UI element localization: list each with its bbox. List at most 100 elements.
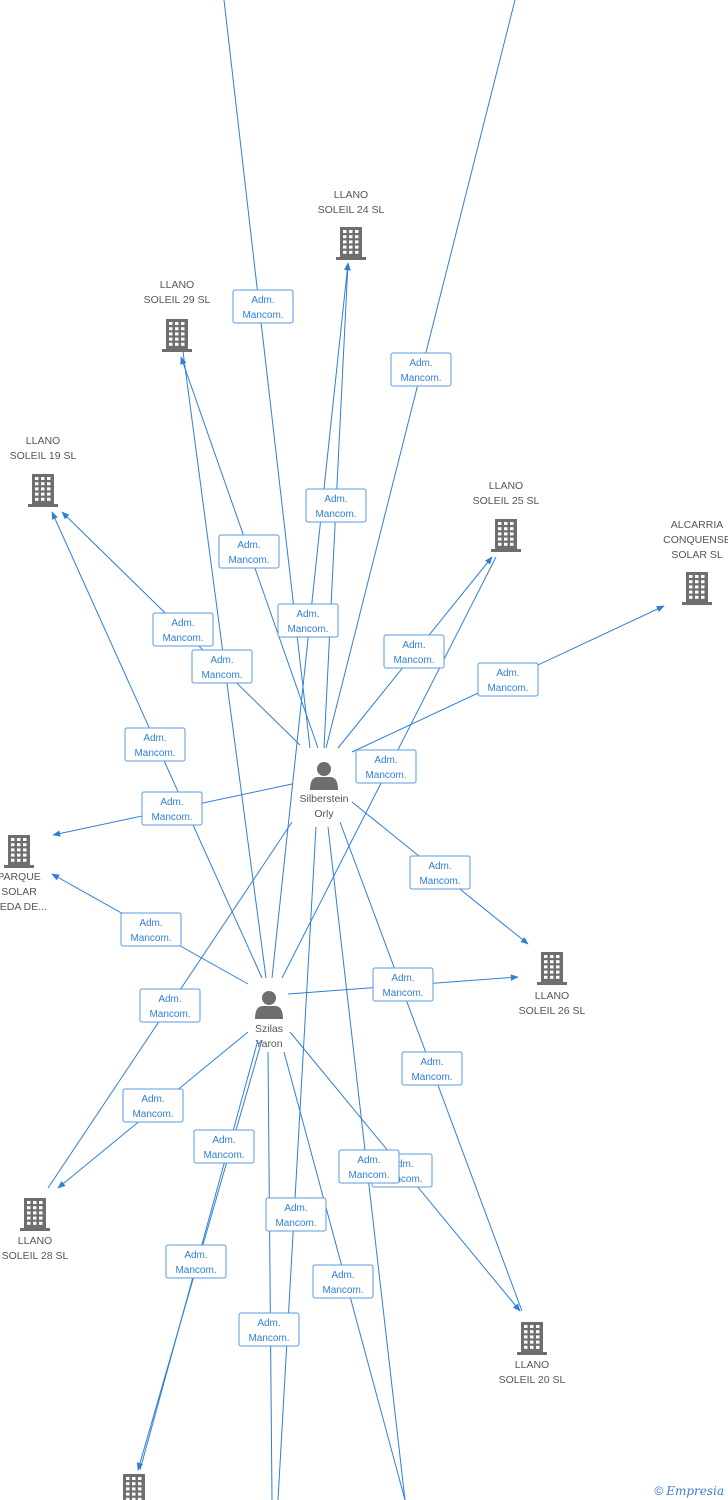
relation-label-text: Mancom. [287, 624, 328, 635]
building-icon [537, 952, 567, 985]
building-icon [336, 227, 366, 260]
relation-label[interactable]: Adm. Mancom. [401, 1051, 463, 1086]
relation-label[interactable]: Adm.Mancom. [265, 1197, 327, 1232]
relation-label-text: Mancom. [419, 876, 460, 887]
company-name: SOLAR SL [671, 549, 723, 561]
person-icon [310, 762, 338, 790]
relation-label[interactable]: Adm. Mancom. [141, 791, 203, 826]
relation-edge [277, 826, 317, 1500]
relation-label-text: Mancom. [175, 1265, 216, 1276]
relation-label-text: Adm. [139, 918, 162, 929]
relation-label-text: Mancom. [248, 1333, 289, 1344]
company-name: MEDA DE... [0, 901, 47, 913]
relation-label-box [372, 967, 434, 1002]
relation-label-text: Adm. [212, 1135, 235, 1146]
relation-label[interactable]: Adm.Mancom. [232, 289, 294, 324]
relation-label-text: Adm. [420, 1057, 443, 1068]
relation-label-box [124, 727, 186, 762]
relation-label-box [139, 988, 201, 1023]
relation-label-text: Mancom. [365, 770, 406, 781]
relation-label[interactable]: Adm.Mancom. [372, 967, 434, 1002]
relation-label[interactable]: Adm. Mancom. [191, 649, 253, 684]
company-name: LLANO [18, 1235, 52, 1247]
relation-label-text: Adm. [210, 655, 233, 666]
relation-label-box [152, 612, 214, 647]
relation-label-text: Mancom. [130, 933, 171, 944]
company-node-bottom[interactable] [119, 1474, 149, 1500]
relation-label[interactable]: Adm.Mancom. [338, 1149, 400, 1184]
relation-label-text: Adm. [143, 733, 166, 744]
relation-label[interactable]: Adm.Mancom. [390, 352, 452, 387]
person-name: Szilas [255, 1023, 283, 1035]
relation-label-text: Mancom. [400, 373, 441, 384]
relation-label-text: Mancom. [201, 670, 242, 681]
relation-label[interactable]: Adm. Mancom. [409, 855, 471, 890]
relation-label[interactable]: Adm.Mancom. [477, 662, 539, 697]
relation-label[interactable]: Adm.Mancom. [383, 634, 445, 669]
company-name: SOLEIL 19 SL [10, 450, 77, 462]
relation-label-text: Adm. [391, 973, 414, 984]
relation-label-text: Mancom. [134, 748, 175, 759]
relation-label-text: Adm. [237, 540, 260, 551]
relation-label-text: Adm. [160, 797, 183, 808]
relation-label-text: Adm. [374, 755, 397, 766]
company-name: SOLEIL 24 SL [318, 204, 385, 216]
relation-label[interactable]: Adm. Mancom. [277, 603, 339, 638]
relation-label[interactable]: Adm.Mancom. [238, 1312, 300, 1347]
company-name: ALCARRIA [671, 519, 724, 531]
relation-label[interactable]: Adm. Mancom. [193, 1129, 255, 1164]
relation-label-box [191, 649, 253, 684]
relation-label[interactable]: Adm. Mancom. [355, 749, 417, 784]
relation-label-text: Mancom. [151, 812, 192, 823]
relation-label-text: Adm. [158, 994, 181, 1005]
relation-label-box [277, 603, 339, 638]
relation-label[interactable]: Adm. Mancom. [218, 534, 280, 569]
company-name: LLANO [515, 1359, 549, 1371]
relation-label-box [122, 1088, 184, 1123]
building-icon [123, 1474, 145, 1500]
relation-label[interactable]: Adm.Mancom. [122, 1088, 184, 1123]
company-name: LLANO [535, 990, 569, 1002]
company-node-soleil19[interactable]: LLANO SOLEIL 19 SL [10, 435, 77, 507]
relation-label-text: Adm. [357, 1155, 380, 1166]
company-name: LLANO [26, 435, 60, 447]
copyright-symbol: © [654, 1484, 664, 1498]
relation-label[interactable]: Adm.Mancom. [139, 988, 201, 1023]
relation-label[interactable]: Adm. Mancom. [120, 912, 182, 947]
company-node-soleil25[interactable]: LLANO SOLEIL 25 SL [473, 480, 540, 552]
building-icon [28, 474, 58, 507]
relation-edge [267, 1051, 273, 1500]
relation-label-box [409, 855, 471, 890]
relation-label[interactable]: Adm. Mancom. [165, 1244, 227, 1279]
relation-label-text: Adm. [296, 609, 319, 620]
relation-label-text: Adm. [184, 1250, 207, 1261]
person-name: Yaron [255, 1038, 282, 1050]
company-name: SOLEIL 25 SL [473, 495, 540, 507]
building-icon [162, 319, 192, 352]
company-node-parque[interactable]: PARQUESOLARMEDA DE... [0, 835, 47, 913]
relation-label-box [265, 1197, 327, 1232]
relation-label[interactable]: Adm.Mancom. [152, 612, 214, 647]
relation-label-box [312, 1264, 374, 1299]
relation-label[interactable]: Adm.Mancom. [312, 1264, 374, 1299]
building-icon [20, 1198, 50, 1231]
relation-label-text: Adm. [428, 861, 451, 872]
relation-label-text: Mancom. [228, 555, 269, 566]
relation-label-text: Adm. [390, 1159, 413, 1170]
relation-label[interactable]: Adm.Mancom. [305, 488, 367, 523]
relation-label-text: Mancom. [275, 1218, 316, 1229]
company-name: LLANO [489, 480, 523, 492]
relation-label[interactable]: Adm. Mancom. [124, 727, 186, 762]
relation-label-text: Mancom. [203, 1150, 244, 1161]
building-icon [517, 1322, 547, 1355]
relation-label-text: Mancom. [411, 1072, 452, 1083]
